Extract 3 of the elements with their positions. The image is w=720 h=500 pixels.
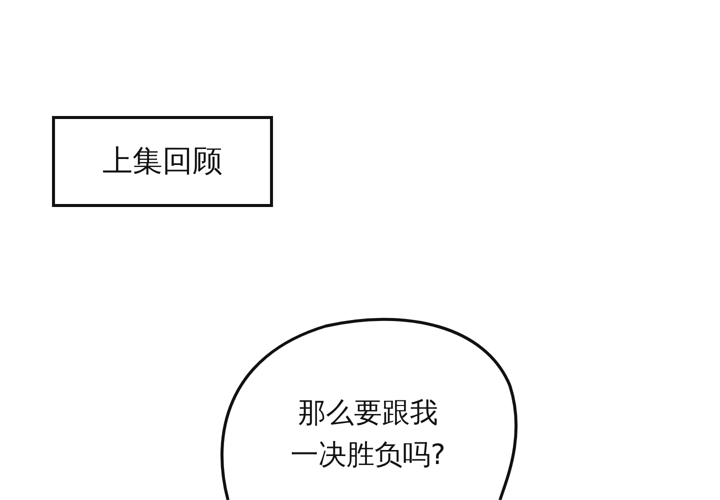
speech-text: 那么要跟我一决胜负吗? — [290, 395, 446, 473]
caption-box — [52, 116, 273, 207]
caption-text: 上集回顾 — [102, 143, 222, 181]
